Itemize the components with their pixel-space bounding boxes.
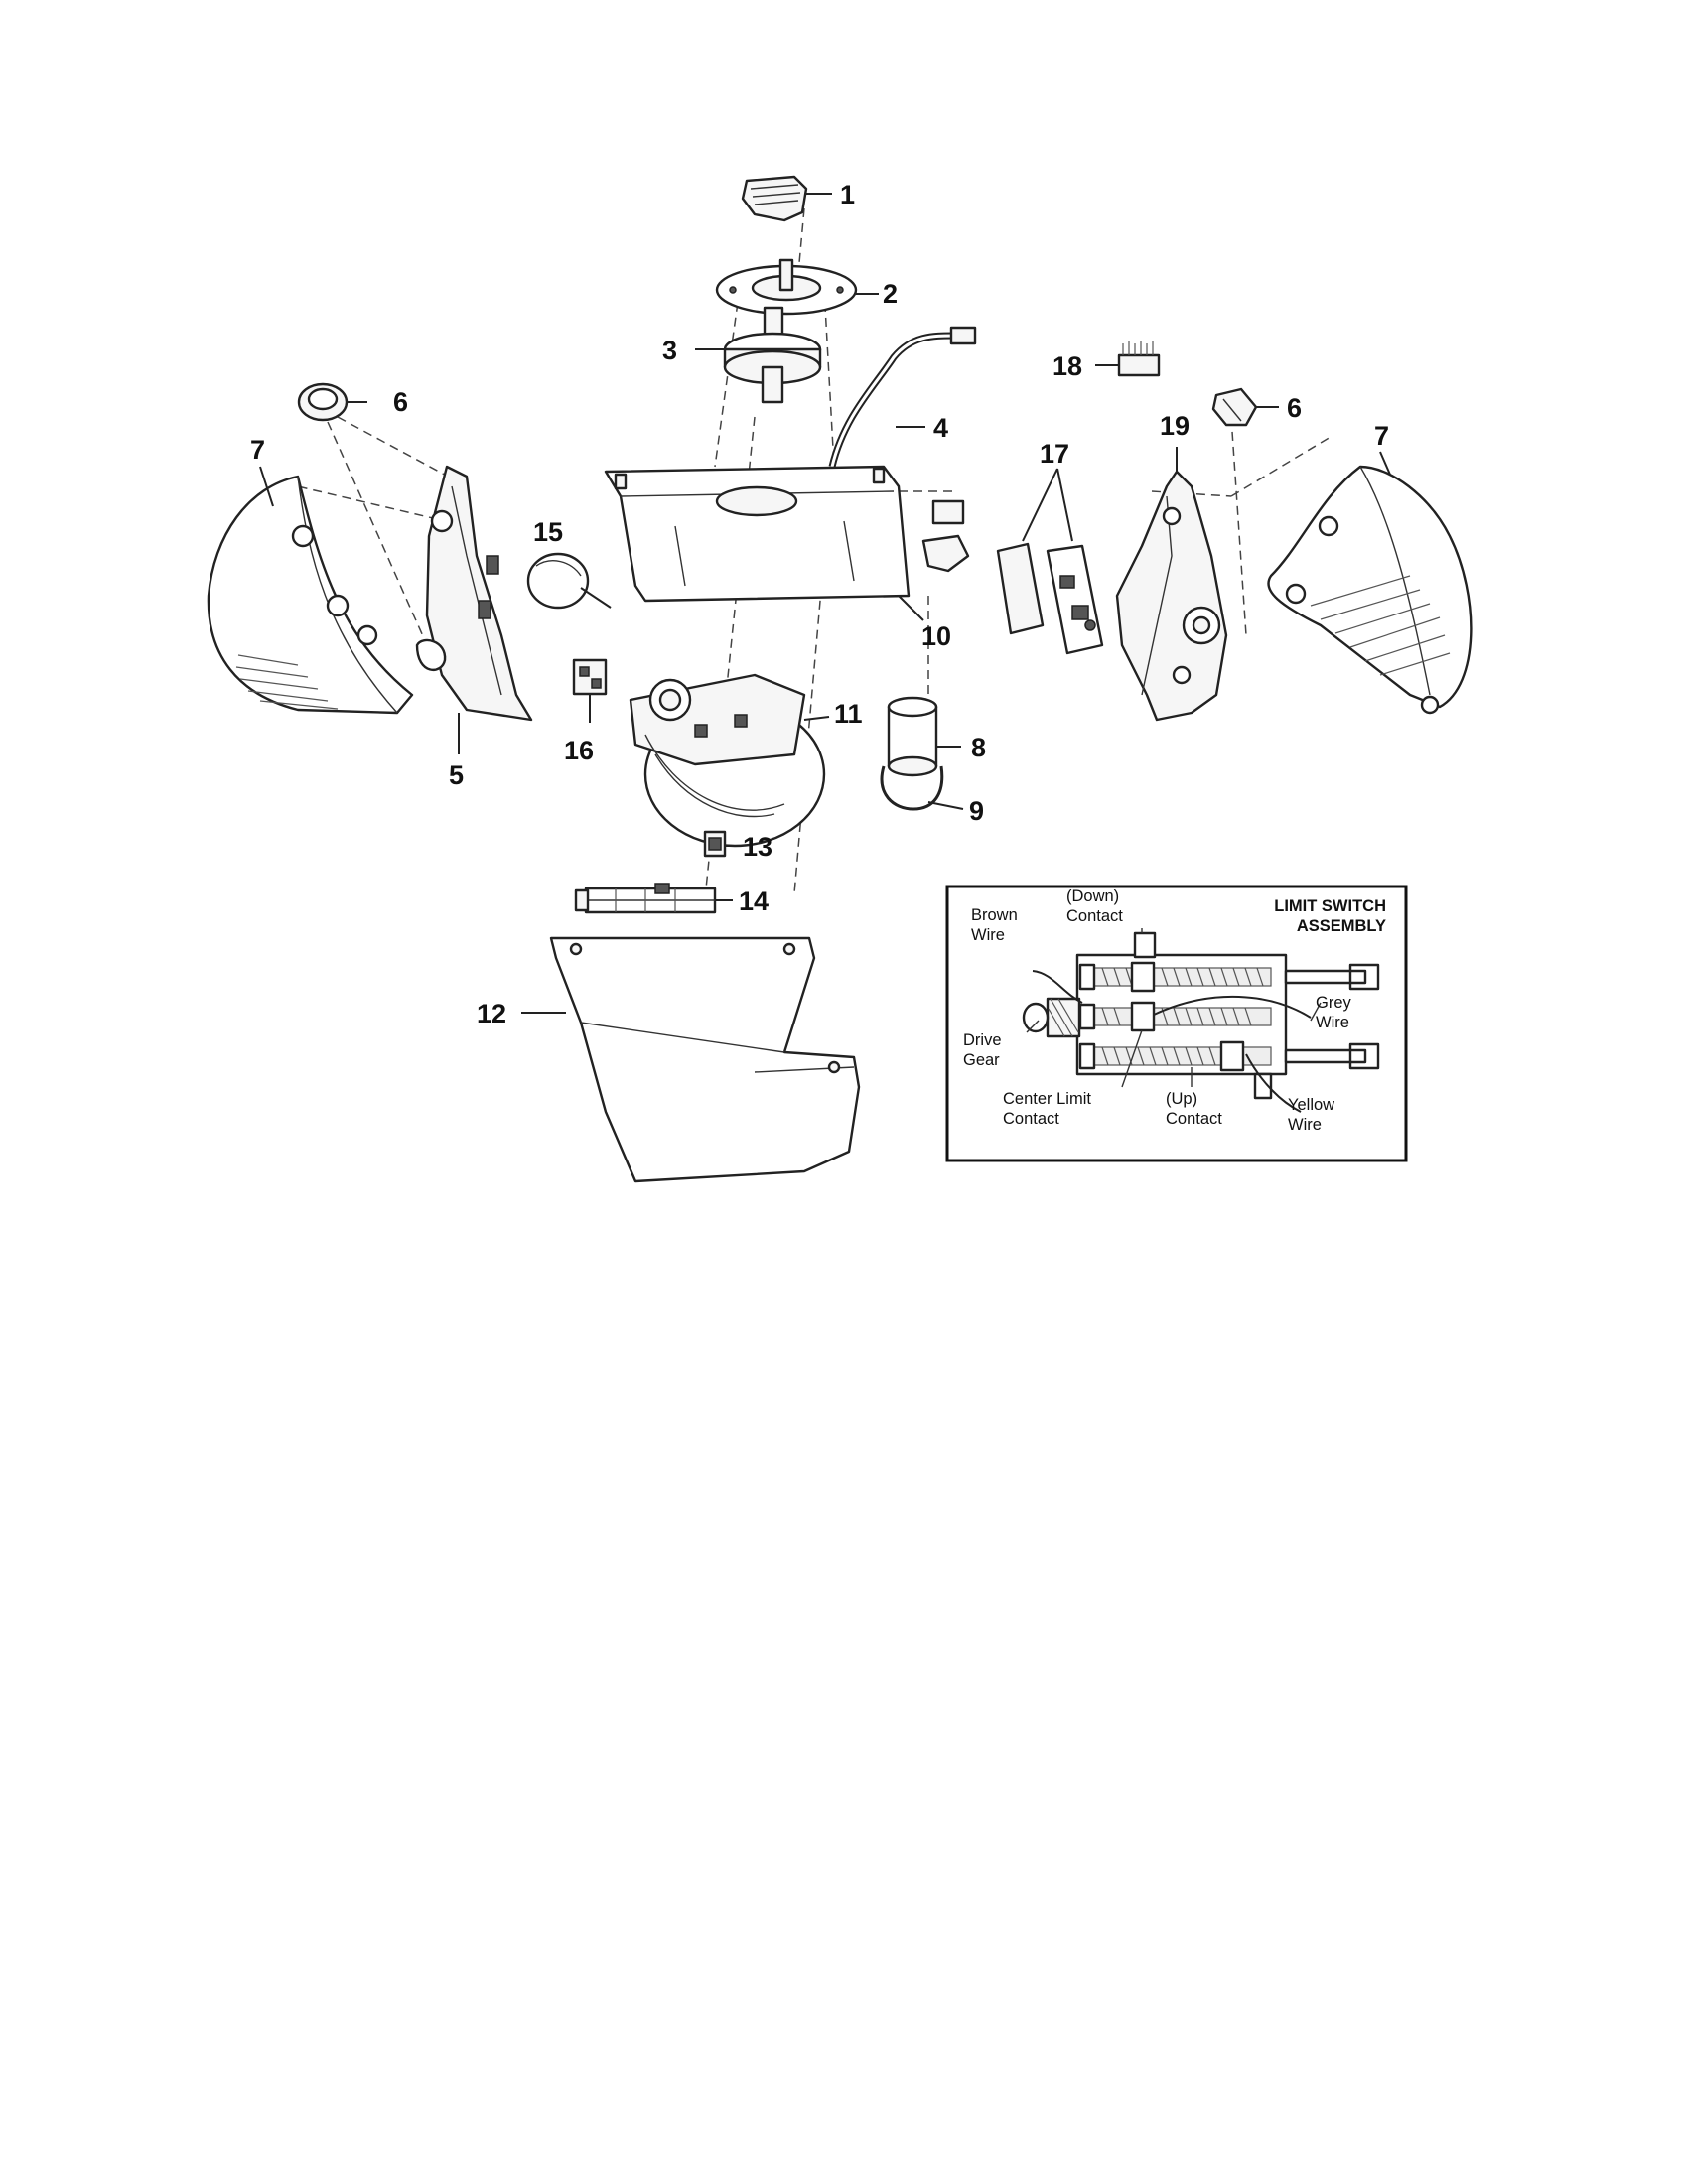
part-19-end-panel-right bbox=[1115, 447, 1228, 722]
part-11-motor bbox=[629, 673, 830, 848]
callout-5: 5 bbox=[449, 760, 464, 790]
label-up-contact-1: (Up) bbox=[1166, 1090, 1197, 1108]
callout-1: 1 bbox=[840, 180, 855, 209]
callout-19: 19 bbox=[1160, 411, 1190, 441]
label-up-contact-2: Contact bbox=[1166, 1110, 1222, 1128]
part-12-rail-housing bbox=[521, 936, 861, 1183]
label-yellow-wire-1: Yellow bbox=[1288, 1096, 1334, 1114]
callout-12: 12 bbox=[477, 999, 506, 1028]
label-yellow-wire-2: Wire bbox=[1288, 1116, 1322, 1134]
part-7-lens-cover-left bbox=[207, 466, 414, 715]
part-14-limit-switch bbox=[574, 883, 733, 914]
callout-6-right: 6 bbox=[1287, 393, 1302, 423]
label-brown-wire-1: Brown bbox=[971, 906, 1018, 924]
label-center-limit-2: Contact bbox=[1003, 1110, 1059, 1128]
part-18-terminal-block bbox=[1095, 341, 1161, 377]
callout-3: 3 bbox=[662, 336, 677, 365]
callout-13: 13 bbox=[743, 832, 772, 862]
part-10-chassis bbox=[604, 465, 970, 621]
limit-switch-inset: LIMIT SWITCH ASSEMBLY bbox=[945, 885, 1408, 1162]
part-2-plate bbox=[715, 258, 879, 316]
callout-2: 2 bbox=[883, 279, 898, 309]
callout-9: 9 bbox=[969, 796, 984, 826]
part-1-bracket bbox=[741, 175, 832, 222]
part-17-circuit-boards bbox=[996, 468, 1104, 655]
label-brown-wire-2: Wire bbox=[971, 926, 1005, 944]
label-center-limit-1: Center Limit bbox=[1003, 1090, 1091, 1108]
callout-6-left: 6 bbox=[393, 387, 408, 417]
callout-11: 11 bbox=[834, 699, 863, 729]
callout-18: 18 bbox=[1052, 351, 1082, 381]
part-13-clip bbox=[703, 830, 740, 858]
label-drive-gear-2: Gear bbox=[963, 1051, 1000, 1069]
label-grey-wire-1: Grey bbox=[1316, 994, 1352, 1012]
part-8-capacitor bbox=[887, 696, 961, 777]
part-3-drive-gear bbox=[695, 306, 822, 404]
part-9-strap bbox=[880, 765, 964, 811]
part-7-end-cover-right bbox=[1267, 451, 1473, 715]
callout-16: 16 bbox=[564, 736, 594, 765]
part-15-light-lens bbox=[526, 552, 612, 610]
part-16-switch bbox=[572, 658, 608, 723]
callout-7-left: 7 bbox=[250, 435, 265, 465]
label-down-contact-1: (Down) bbox=[1066, 887, 1119, 905]
callout-14: 14 bbox=[739, 887, 769, 916]
callout-15: 15 bbox=[533, 517, 563, 547]
callout-7-right: 7 bbox=[1374, 421, 1389, 451]
part-6-light-socket-left bbox=[297, 382, 367, 422]
callout-labels: 1 2 3 4 5 6 6 7 7 8 9 10 11 12 13 14 15 … bbox=[250, 180, 1389, 1028]
label-grey-wire-2: Wire bbox=[1316, 1014, 1349, 1031]
inset-title-line2: ASSEMBLY bbox=[1297, 917, 1386, 935]
label-drive-gear-1: Drive bbox=[963, 1031, 1002, 1049]
callout-10: 10 bbox=[921, 621, 951, 651]
label-down-contact-2: Contact bbox=[1066, 907, 1123, 925]
inset-switch-body bbox=[1022, 928, 1380, 1113]
part-6-light-socket-right bbox=[1211, 387, 1279, 427]
callout-17: 17 bbox=[1040, 439, 1069, 469]
callout-8: 8 bbox=[971, 733, 986, 762]
callout-4: 4 bbox=[933, 413, 948, 443]
part-5-end-panel-left bbox=[415, 465, 533, 754]
part-4-power-cord bbox=[828, 326, 977, 468]
inset-title-line1: LIMIT SWITCH bbox=[1274, 897, 1386, 915]
